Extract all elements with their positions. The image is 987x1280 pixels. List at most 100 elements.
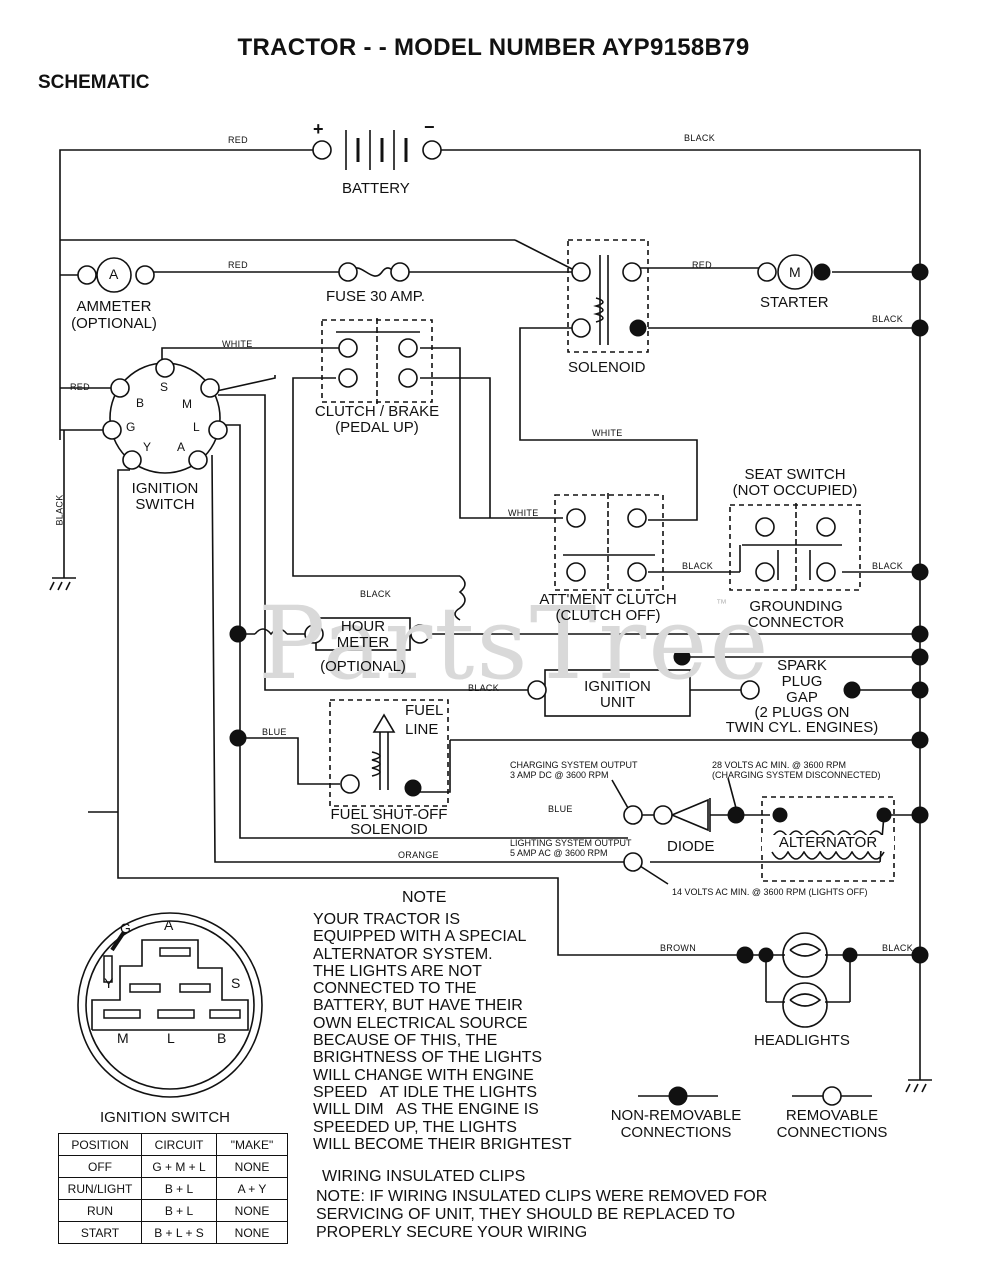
diode-label: DIODE [667,838,715,855]
ign-term-a: A [177,440,186,454]
lighting-rating-2: 5 AMP AC @ 3600 RPM [510,848,608,858]
ammeter-label-1: AMMETER [76,298,152,315]
starter-symbol: M [789,264,801,280]
connector-b: B [217,1030,227,1046]
table-cell: G + M + L [141,1155,217,1178]
seat-switch-label-2: (NOT OCCUPIED) [732,482,858,499]
clutch-brake-label-2: (PEDAL UP) [335,419,419,436]
fuel-solenoid-label-2: SOLENOID [350,821,428,838]
spark-plug-label-5: TWIN CYL. ENGINES) [725,719,879,736]
table-cell: RUN/LIGHT [58,1177,142,1200]
table-cell: B + L + S [141,1221,217,1244]
table-row: OFF G + M + L NONE [58,1155,288,1178]
fuse-label: FUSE 30 AMP. [326,288,425,305]
table-row: RUN B + L NONE [58,1199,288,1222]
wire-label-black-8: BLACK [882,943,914,953]
wire-label-white-1: WHITE [222,339,253,349]
legend-removable-1: REMOVABLE [785,1107,879,1124]
wire-label-red-1: RED [228,135,248,145]
connector-m: M [117,1030,129,1046]
wire-label-red-3: RED [692,260,712,270]
ignition-switch-label-1: IGNITION [131,480,199,497]
wire-label-black-1: BLACK [684,133,716,143]
watermark: PartsTree [258,585,771,702]
table-header: CIRCUIT [141,1133,217,1156]
ignition-unit-label-1: IGNITION [584,678,651,695]
ign-term-b: B [136,396,145,410]
table-cell: B + L [141,1199,217,1222]
ign-term-m: M [182,397,192,411]
seat-switch-label-1: SEAT SWITCH [744,466,846,483]
battery-plus: + [313,119,324,139]
table-cell: OFF [58,1155,142,1178]
wire-label-black-4: BLACK [682,561,714,571]
fuel-solenoid-label-1: FUEL SHUT-OFF [330,806,448,823]
grounding-connector-label-2: CONNECTOR [747,614,845,631]
fuel-line-label-2: LINE [405,721,439,738]
note-text: YOUR TRACTOR IS EQUIPPED WITH A SPECIAL … [313,911,572,1153]
alternator-label: ALTERNATOR [762,835,894,851]
connector-s: S [231,975,241,991]
battery-minus: − [424,117,435,137]
hour-meter-label-2: METER [336,634,390,651]
spark-plug-label-2: PLUG [781,673,823,690]
volts-ac-28-1: 28 VOLTS AC MIN. @ 3600 RPM [712,760,847,770]
spark-plug-label-4: (2 PLUGS ON [754,704,850,721]
volts-ac-14: 14 VOLTS AC MIN. @ 3600 RPM (LIGHTS OFF) [672,887,868,897]
legend-non-removable-2: CONNECTIONS [620,1124,732,1141]
solenoid-label: SOLENOID [568,359,646,376]
wire-label-black-7: BLACK [468,683,500,693]
hour-meter-optional: (OPTIONAL) [320,658,406,675]
fuel-line-label-1: FUEL [405,702,444,719]
wire-label-black-5: BLACK [872,561,904,571]
ammeter-label-2: (OPTIONAL) [71,315,157,332]
wire-label-black-6: BLACK [360,589,392,599]
lighting-rating-1: LIGHTING SYSTEM OUTPUT [510,838,632,848]
table-row: RUN/LIGHT B + L A + Y [58,1177,288,1200]
wire-label-black-2: BLACK [872,314,904,324]
table-header: "MAKE" [216,1133,288,1156]
charging-rating-2: 3 AMP DC @ 3600 RPM [510,770,609,780]
table-cell: NONE [216,1221,288,1244]
volts-ac-28-2: (CHARGING SYSTEM DISCONNECTED) [712,770,881,780]
headlights-label: HEADLIGHTS [754,1032,850,1049]
ign-term-l: L [193,420,200,434]
wire-label-red-2: RED [228,260,248,270]
watermark-tm: ™ [716,598,727,610]
grounding-connector-label-1: GROUNDING [749,598,843,615]
note-heading: NOTE [402,889,447,906]
table-cell: START [58,1221,142,1244]
wire-label-blue-2: BLUE [548,804,573,814]
legend-removable-2: CONNECTIONS [776,1124,888,1141]
ignition-switch-label-2: SWITCH [135,496,195,513]
ammeter-symbol: A [109,266,119,282]
table-header-row: POSITION CIRCUIT "MAKE" [58,1133,288,1156]
connector-l: L [167,1030,175,1046]
wire-label-brown: BROWN [660,943,696,953]
wire-label-red-4: RED [70,382,90,392]
starter-label: STARTER [760,294,829,311]
table-cell: B + L [141,1177,217,1200]
page-subtitle: SCHEMATIC [38,72,150,93]
legend-non-removable-1: NON-REMOVABLE [610,1107,742,1124]
ign-term-y: Y [143,440,152,454]
battery-label: BATTERY [342,180,410,197]
wire-label-black-3: BLACK [54,494,65,526]
ign-term-g: G [126,420,136,434]
attachment-clutch-label-1: ATT'MENT CLUTCH [539,591,677,608]
table-cell: A + Y [216,1177,288,1200]
wire-battery-red [59,149,314,440]
attachment-clutch-label-2: (CLUTCH OFF) [555,607,661,624]
ignition-unit-label-2: UNIT [600,694,635,711]
connector-g: G [120,920,131,936]
wire-label-white-2: WHITE [592,428,623,438]
table-cell: NONE [216,1199,288,1222]
ignition-table-caption: IGNITION SWITCH [100,1109,230,1126]
ignition-switch-table: POSITION CIRCUIT "MAKE" OFF G + M + L NO… [58,1133,288,1244]
clips-heading: WIRING INSULATED CLIPS [322,1168,526,1185]
table-header: POSITION [58,1133,142,1156]
ign-term-s: S [160,380,169,394]
connector-a: A [164,917,174,933]
wire-label-blue-1: BLUE [262,727,287,737]
